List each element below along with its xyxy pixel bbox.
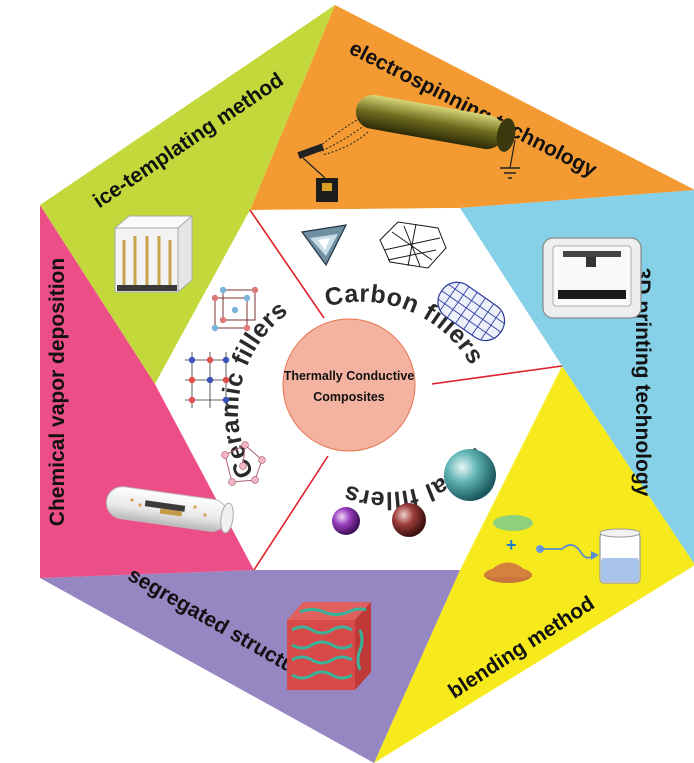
center-circle [282,318,416,452]
cvd-tube-icon [105,486,234,534]
graphene-sheet-icon [379,221,447,269]
carbon-crystal-icon [300,224,348,267]
3d-printing-label: 3D printing technology [631,268,654,497]
ice-templating-box-icon [113,214,194,294]
svg-text:+: + [506,535,517,555]
segment-electrospinning [250,5,694,210]
metal-spheres-icon [332,449,496,537]
segment-cvd [40,205,254,578]
center-title-line1: Thermally Conductive [284,369,415,383]
segment-blending [374,366,694,763]
3d-printer-icon [542,237,642,319]
ceramic-layered-lattice-icon [185,352,230,408]
blending-illustration: + [484,515,641,584]
filler-dividers [249,209,563,571]
electrospinning-illustration [297,94,520,202]
ceramic-unit-cell-icon [211,286,259,332]
center-title-line2: Composites [313,390,385,404]
segment-ice-templating [40,5,335,384]
cvd-label: Chemical vapor deposition [46,258,69,526]
carbon-nanotube-icon [437,281,506,342]
ceramic-ring-structure-icon [221,441,266,486]
segregated-cube-icon [287,602,371,690]
